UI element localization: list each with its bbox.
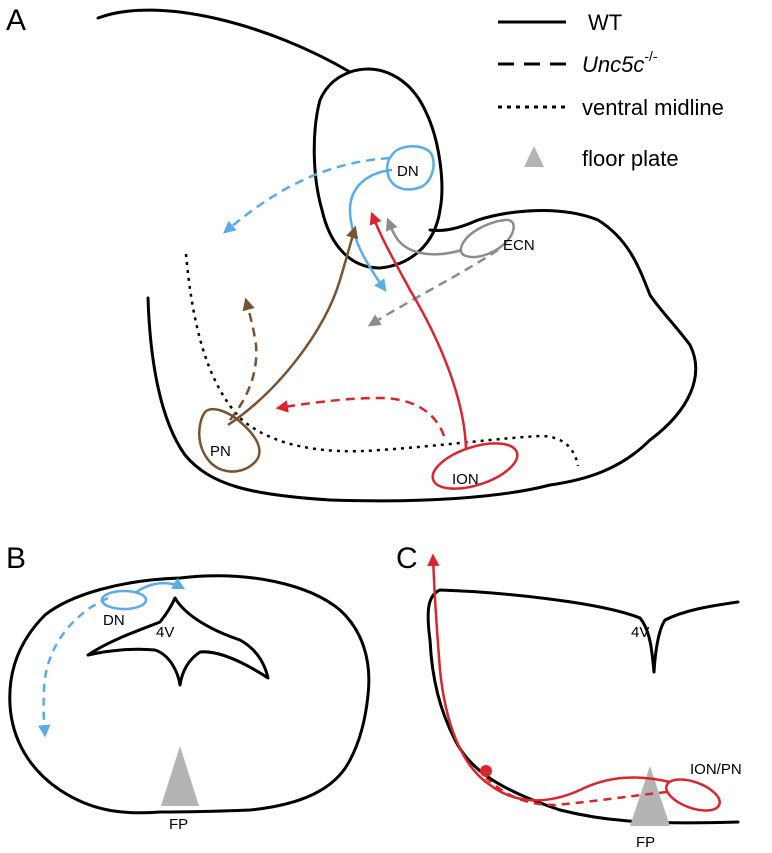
floor-plate-c <box>630 766 670 826</box>
dn-label: DN <box>397 163 419 180</box>
ion-pn-nucleus <box>665 778 721 812</box>
panel-b: B 4V DN FP <box>6 542 371 833</box>
legend-midline-text: ventral midline <box>582 95 724 120</box>
fourth-ventricle-b <box>86 596 270 687</box>
pn-nucleus <box>198 407 261 473</box>
dn-mutant-axon-b <box>38 596 109 738</box>
panel-b-letter: B <box>6 542 26 575</box>
dn-mutant-axon <box>223 156 391 234</box>
panel-c: C 4V FP ION/PN <box>396 542 742 851</box>
legend-floor-plate-text: floor plate <box>582 146 679 171</box>
pn-wt-axon <box>227 225 359 427</box>
dn-b-label: DN <box>103 612 125 629</box>
ion-pn-label: ION/PN <box>690 761 742 778</box>
ecn-label: ECN <box>503 237 535 254</box>
legend-floor-plate-swatch <box>524 146 544 167</box>
dn-wt-axon-b <box>134 577 186 595</box>
legend-mutant-gene: Unc5c <box>582 52 644 77</box>
ion-pn-wt-axon <box>427 553 671 802</box>
pn-label: PN <box>210 443 231 460</box>
panel-c-letter: C <box>396 542 418 575</box>
fp-c-label: FP <box>636 834 655 851</box>
dn-wt-axon <box>348 168 393 293</box>
ion-nucleus <box>431 442 519 490</box>
ion-wt-axon <box>369 211 468 451</box>
fourth-ventricle-c-label: 4V <box>631 624 649 641</box>
legend-wt-text: WT <box>588 10 622 35</box>
legend: WT Unc5c-/- ventral midline floor plate <box>498 10 724 171</box>
ion-pn-mutant-axon <box>485 777 668 807</box>
ecn-nucleus <box>459 218 515 259</box>
section-b-outline <box>8 574 371 815</box>
legend-mutant-text: Unc5c-/- <box>582 48 658 77</box>
ventral-midline <box>184 253 580 467</box>
ecn-wt-axon <box>385 217 463 256</box>
cerebellum-outline <box>96 8 352 74</box>
panel-a: A DN ECN PN ION <box>6 4 724 503</box>
mutant-axon-stall-dot <box>480 765 492 777</box>
ion-label: ION <box>452 471 479 488</box>
dn-nucleus-b <box>100 589 148 611</box>
dn-nucleus <box>385 145 435 191</box>
fp-b-label: FP <box>169 816 188 833</box>
floor-plate-b <box>161 746 199 806</box>
panel-a-letter: A <box>6 4 26 37</box>
legend-mutant-superscript: -/- <box>644 48 658 64</box>
brainstem-outline <box>146 209 698 503</box>
fourth-ventricle-b-label: 4V <box>156 624 174 641</box>
pn-mutant-axon <box>229 297 258 421</box>
cerebellar-nucleus-outline <box>312 67 444 270</box>
ion-mutant-axon <box>275 396 446 437</box>
ecn-mutant-axon <box>367 248 499 327</box>
